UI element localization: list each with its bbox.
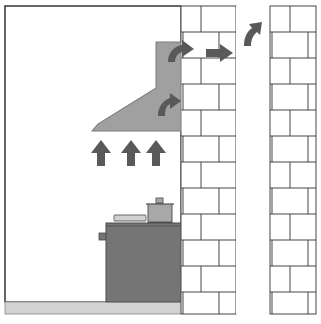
arrow-up-icon bbox=[146, 140, 166, 166]
airflow-arrows bbox=[91, 22, 262, 166]
arrow-curve-icon bbox=[168, 40, 194, 62]
chimney-duct bbox=[236, 6, 270, 314]
arrow-up-icon bbox=[91, 140, 111, 166]
arrow-curve-icon bbox=[158, 93, 181, 116]
range-hood-icon bbox=[90, 41, 182, 132]
wall-left bbox=[180, 5, 237, 315]
brick-icon bbox=[307, 291, 317, 315]
pan-body bbox=[113, 214, 147, 222]
stove-control-knob bbox=[98, 232, 107, 241]
pot-body bbox=[147, 203, 173, 223]
stove-icon bbox=[98, 222, 182, 303]
stove-body bbox=[105, 222, 182, 303]
wall-right bbox=[269, 5, 317, 315]
floor bbox=[4, 301, 182, 315]
wall-background bbox=[269, 5, 317, 315]
arrow-right-icon bbox=[206, 44, 233, 62]
arrow-up-icon bbox=[244, 22, 262, 46]
pot-icon bbox=[146, 197, 174, 223]
pot-lid-knob bbox=[155, 197, 164, 204]
hood-body bbox=[90, 41, 182, 132]
pan-icon bbox=[113, 214, 147, 222]
wall-background bbox=[180, 5, 237, 315]
arrow-up-icon bbox=[121, 140, 141, 166]
